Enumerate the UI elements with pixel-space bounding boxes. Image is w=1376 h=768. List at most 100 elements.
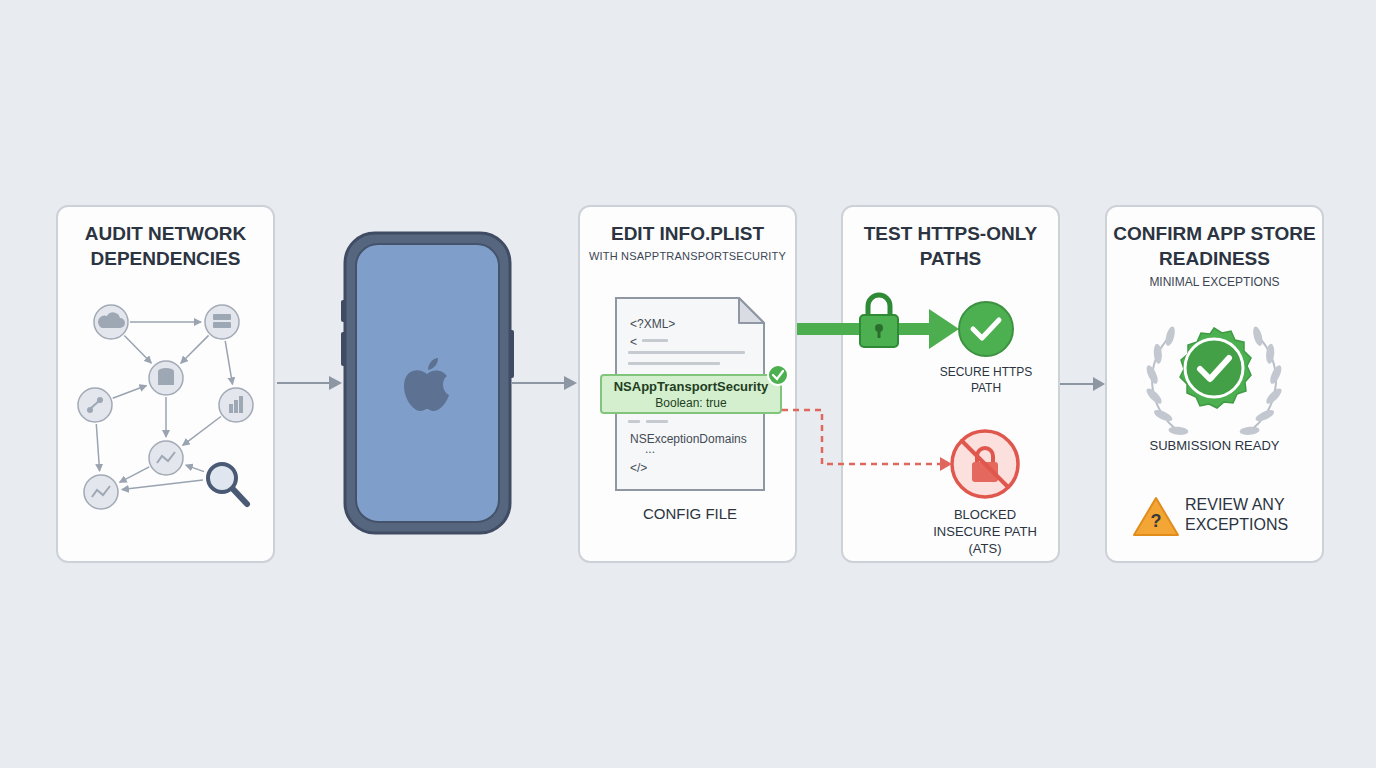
phone-button [341,300,346,322]
seal-check [1200,358,1229,379]
lock-keyhole [875,324,883,332]
phone-illustration [341,233,514,533]
database-icon [158,368,174,374]
node-text: SUBMISSION READY [1109,437,1320,454]
connector [797,323,929,335]
node-title: EDIT INFO.PLIST [586,221,789,246]
laurel-leaf [1268,364,1284,386]
laurel-stem [1250,336,1276,431]
graph-link [165,397,167,437]
flow-line [512,382,565,384]
phone-screen [356,244,499,522]
bar-icon [234,400,238,413]
bar-icon [239,396,243,413]
arrow-head [929,309,959,349]
apple-leaf [428,358,438,370]
graph-dot [149,441,183,475]
laurel-leaf [1164,326,1177,347]
seal-ring [1185,339,1243,397]
node-title: BLOCKED INSECURE PATH (ATS) [927,506,1043,557]
code-bar [628,420,640,423]
node-icon [97,397,103,403]
step-panel: AUDIT NETWORK DEPENDENCIES [56,205,275,563]
phone-body [345,233,510,533]
check-mark [973,320,999,338]
graph-link [122,480,203,490]
flow-line [277,382,330,384]
flow-head [564,376,577,390]
node-text: REVIEW ANY EXCEPTIONS [1185,495,1309,535]
status-circle [952,431,1018,497]
graph-link [96,424,99,471]
code-bar [642,339,668,342]
code-bars [628,339,745,423]
check-badge [768,365,788,385]
triangle-outline [1134,498,1178,535]
flow-arrow [277,376,577,390]
laurel-leaf [1144,386,1164,406]
laurel-leaf [1239,426,1260,436]
shape-outline [927,429,1043,559]
phone-button [341,332,346,366]
code-bar [628,362,720,365]
laurel-stem [1152,336,1276,431]
block-slash [962,441,1008,487]
graph-dot [149,361,183,395]
cloud-icon [98,312,125,328]
code-bar [628,351,745,354]
laurel-leaf [1251,326,1264,347]
laurel-leaves [1144,326,1284,436]
step-panel: EDIT INFO.PLISTWITH NSAPPTRANSPORTSECURI… [578,205,797,563]
node-icon [87,407,93,413]
node-title: NSAppTransportSecurity [600,378,782,395]
graph-icons [87,312,243,413]
server-icon [213,322,231,328]
blocked-status: BLOCKED INSECURE PATH (ATS) [927,429,1043,559]
chart-icon [92,486,110,497]
chart-icon [157,452,175,463]
graph-link [120,467,150,483]
secure-arrow [797,309,959,349]
laurel-leaf [1264,386,1284,406]
apple-logo [404,358,449,411]
check-mark [773,371,783,379]
lock-keyhole [878,330,881,338]
graph-dots [78,305,253,509]
laurel-leaf [1153,343,1163,364]
node-text: < [630,334,650,350]
lock-shackle [868,295,890,318]
connector [1060,383,1093,385]
server-icon [213,314,231,320]
phone-button [509,330,514,378]
graph-link [113,386,147,399]
step-panel: TEST HTTPS-ONLY PATHS SECURE HTTPS PATH BL… [841,205,1060,563]
laurel-leaf [1144,364,1160,386]
award-badge [1144,326,1284,436]
node-title: TEST HTTPS-ONLY PATHS [849,221,1052,271]
graph-link [181,335,209,363]
graph-link [124,336,151,364]
lock-icon [860,295,898,347]
graph-link [130,321,201,323]
graph-dot [219,388,253,422]
magnifier-lens [208,464,236,492]
flow-head [329,376,342,390]
network-graph [78,305,253,509]
shape-outline [944,301,1028,393]
magnifier-handle [232,488,247,504]
node-title: CONFIRM APP STORE READINESS [1111,221,1318,271]
secure-status: SECURE HTTPS PATH [944,301,1028,393]
node-text: MINIMAL EXCEPTIONS [1109,274,1320,290]
node-icon [90,400,100,409]
connector [782,410,940,464]
graph-dot [94,305,128,339]
status-circle [959,302,1013,356]
config-document: <?XML><NSExceptionDomains...</>CONFIG FI… [615,297,765,491]
graph-link [183,417,221,446]
database-icon [158,372,174,385]
highlight-box: NSAppTransportSecurityBoolean: true [600,374,782,414]
graph-links [96,322,232,490]
